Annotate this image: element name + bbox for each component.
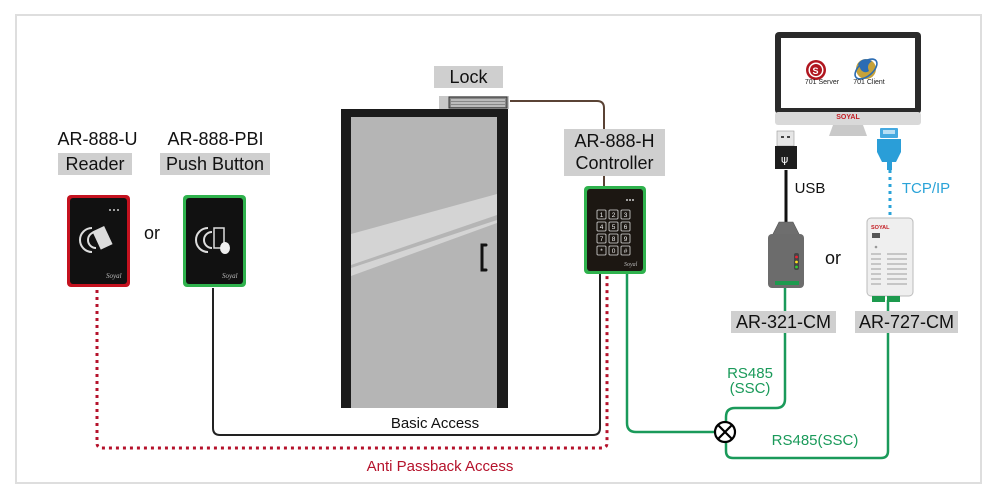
controller-label-box: AR-888-H Controller [564,129,665,176]
rs485-727-wire [724,300,890,460]
reader-device-icon: Soyal [67,195,130,287]
controller-role-label: Controller [575,153,654,173]
keypad-key [620,233,631,244]
anti-passback-wire [95,270,609,450]
vent-slot [887,283,907,285]
vent-slot [871,283,881,285]
keypad-key [596,209,607,220]
keypad-key-label: 1 [600,212,604,219]
keypad-key [620,245,631,256]
tcpip-label: TCP/IP [901,180,951,197]
keypad-key-label: 2 [612,212,616,219]
basic-access-wire [212,270,601,436]
svg-text:Soyal: Soyal [106,272,122,280]
soyal-logo-small: SOYAL [871,225,890,231]
lock-icon [439,96,509,109]
keypad-key-label: 6 [624,224,628,231]
keypad-key [608,209,619,220]
keypad-key-label: 7 [600,236,604,243]
push-button-device-icon: Soyal [183,195,246,287]
keypad-key [608,221,619,232]
usb-label: USB [794,180,826,197]
rs485-controller-wire [625,272,716,434]
keypad-key-label: 5 [612,224,616,231]
vent-slot [871,253,881,255]
keypad-key-label: 0 [612,248,616,255]
svg-text:ψ: ψ [781,153,788,166]
or-label-converters: or [824,248,841,268]
svg-text:Soyal: Soyal [624,262,638,268]
rs485-label-a-line2: (SSC) [729,380,771,397]
usb-plug-icon: ψ [775,130,797,169]
rs485-label-b: RS485(SSC) [771,432,859,449]
keypad-key-label: 3 [624,212,628,219]
ar-321-cm-label: AR-321-CM [731,311,836,333]
monitor-brand-label: SOYAL [836,114,860,121]
controller-device-icon: 1 2 3 4 5 6 7 8 9 * 0 # Soyal [584,186,646,274]
keypad-key-label: * [600,248,603,255]
reader-role-label: Reader [58,153,132,175]
vent-slot [871,268,881,270]
controller-model-label: AR-888-H [574,131,655,151]
vent-slot [887,263,907,265]
vent-slot [887,278,907,280]
vent-slot [871,263,881,265]
keypad: 1 2 3 4 5 6 7 8 9 * 0 # [596,209,631,256]
basic-access-label: Basic Access [390,415,480,432]
app-client-label: 701 Client [853,79,885,86]
rs485-label-a: RS485 (SSC) [722,366,778,396]
door-icon [341,109,508,408]
keypad-key [608,233,619,244]
vent-slot [887,273,907,275]
ar-321-cm-device-icon [768,221,804,288]
vent-slot [871,258,881,260]
ar-727-cm-device-icon: SOYAL [866,217,914,302]
ar-727-cm-label: AR-727-CM [855,311,958,333]
or-label-readers: or [143,223,160,243]
app-server-label: 701 Server [804,79,840,86]
rs485-321-wire [724,288,787,424]
vent-slot [871,273,881,275]
junction-icon [713,420,737,444]
vent-slot [887,253,907,255]
vent-slot [887,268,907,270]
svg-text:Soyal: Soyal [222,272,238,280]
anti-passback-label: Anti Passback Access [366,458,514,475]
keypad-key [620,221,631,232]
diagram-frame [15,14,982,484]
keypad-key [596,245,607,256]
keypad-key [608,245,619,256]
lock-label: Lock [434,66,503,88]
keypad-key-label: 9 [624,236,628,243]
vent-slot [887,258,907,260]
vent-grille [871,253,907,285]
lock-wire [510,100,605,190]
keypad-key [620,209,631,220]
ethernet-plug-icon [877,128,901,170]
keypad-key-label: # [624,248,628,255]
keypad-key-label: 4 [600,224,604,231]
reader-model-label: AR-888-U [57,129,138,149]
keypad-key [596,233,607,244]
push-button-role-label: Push Button [160,153,270,175]
vent-slot [871,278,881,280]
svg-text:S: S [813,66,819,76]
keypad-key-label: 8 [612,236,616,243]
rs485-label-a-line1: RS485 [727,365,773,382]
push-button-model-label: AR-888-PBI [167,129,264,149]
keypad-key [596,221,607,232]
computer-monitor-icon: S [775,32,921,136]
